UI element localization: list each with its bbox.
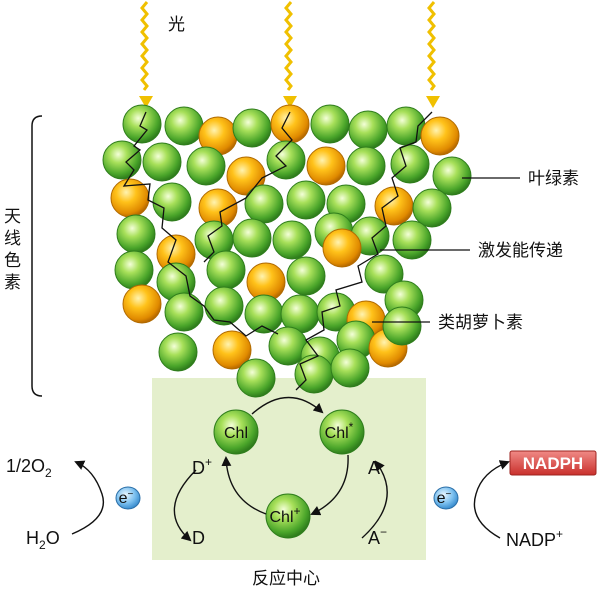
chl-star-molecule: Chl* — [319, 409, 365, 455]
chlorophyll-sphere — [122, 104, 162, 144]
reaction-center-label: 反应中心 — [252, 569, 320, 589]
carotenoid-sphere — [306, 146, 346, 186]
chlorophyll-sphere — [152, 182, 192, 222]
chlorophyll-sphere — [114, 250, 154, 290]
carotenoid-label: 类胡萝卜素 — [438, 313, 523, 333]
chlorophyll-sphere — [386, 106, 426, 146]
chlorophyll-sphere — [412, 188, 452, 228]
chlorophyll-sphere — [116, 214, 156, 254]
svg-text:e−: e− — [437, 489, 452, 507]
donor-cycle-arrow — [173, 469, 197, 542]
chl-molecule: Chl — [213, 409, 259, 455]
d-plus-label: D+ — [192, 455, 212, 478]
chlorophyll-sphere — [348, 110, 388, 150]
chlorophyll-sphere — [390, 144, 430, 184]
nadp-label: NADP+ — [506, 527, 563, 550]
svg-text:NADPH: NADPH — [523, 454, 583, 473]
electron-left: e− — [115, 486, 141, 510]
excitation-arrow — [251, 396, 324, 415]
energy-path — [295, 111, 433, 391]
d-label: D — [192, 528, 205, 548]
nadph-badge: NADPH — [509, 450, 597, 476]
chlorophyll-sphere — [206, 250, 246, 290]
svg-text:线: 线 — [4, 229, 21, 249]
chlorophyll-sphere — [142, 142, 182, 182]
chlorophyll-sphere — [236, 358, 276, 398]
oxygen-label: 1/2O2 — [6, 456, 52, 480]
svg-text:素: 素 — [4, 273, 21, 293]
chlorophyll-sphere — [102, 140, 142, 180]
light-arrow-icon — [426, 96, 440, 108]
light-arrow-icon — [139, 96, 153, 108]
chlorophyll-sphere — [232, 108, 272, 148]
nadp-arrow — [473, 460, 510, 539]
svg-text:天: 天 — [4, 207, 21, 227]
chlorophyll-label: 叶绿素 — [528, 169, 579, 189]
donor-to-chl — [221, 456, 267, 515]
carotenoid-sphere — [122, 284, 162, 324]
water-label: H2O — [26, 528, 60, 552]
antenna-bracket — [31, 115, 43, 397]
energy-transfer-label: 激发能传递 — [478, 241, 563, 261]
acceptor-cycle-arrow — [361, 460, 388, 539]
electron-right: e− — [433, 486, 459, 510]
chlorophyll-sphere — [272, 220, 312, 260]
chl-plus-molecule: Chl+ — [265, 493, 311, 539]
carotenoid-sphere — [322, 228, 362, 268]
light-label: 光 — [168, 15, 185, 35]
carotenoid-sphere — [420, 116, 460, 156]
chlorophyll-sphere — [286, 256, 326, 296]
chlorophyll-sphere — [310, 104, 350, 144]
a-label: A — [368, 458, 380, 478]
svg-text:Chl*: Chl* — [325, 420, 354, 442]
chlorophyll-sphere — [164, 106, 204, 146]
chl-star-to-acceptor — [310, 454, 349, 516]
light-wave-icon — [427, 1, 436, 91]
a-minus-label: A− — [368, 525, 387, 548]
chlorophyll-sphere — [364, 254, 404, 294]
chlorophyll-sphere — [232, 218, 272, 258]
chlorophyll-sphere — [294, 354, 334, 394]
chlorophyll-sphere — [392, 220, 432, 260]
water-arrow — [71, 460, 104, 535]
light-arrow-icon — [283, 96, 297, 108]
chlorophyll-sphere — [204, 286, 244, 326]
chlorophyll-sphere — [382, 306, 422, 346]
chlorophyll-sphere — [186, 146, 226, 186]
chlorophyll-sphere — [330, 348, 370, 388]
light-wave-icons — [140, 1, 436, 91]
pigment-cluster — [102, 104, 472, 398]
antenna-label: 天 线 色 素 — [4, 207, 21, 293]
carotenoid-sphere — [212, 330, 252, 370]
chlorophyll-sphere — [286, 180, 326, 220]
light-wave-icon — [284, 1, 293, 91]
chlorophyll-sphere — [432, 156, 472, 196]
svg-text:e−: e− — [119, 489, 134, 507]
svg-text:Chl: Chl — [224, 425, 248, 442]
chlorophyll-sphere — [164, 292, 204, 332]
carotenoid-sphere — [374, 186, 414, 226]
chlorophyll-sphere — [266, 140, 306, 180]
chlorophyll-sphere — [244, 184, 284, 224]
energy-transfer-paths — [122, 111, 433, 391]
light-wave-icon — [140, 1, 149, 91]
chlorophyll-sphere — [346, 146, 386, 186]
chlorophyll-sphere — [158, 332, 198, 372]
svg-text:色: 色 — [4, 251, 21, 271]
svg-text:Chl+: Chl+ — [269, 504, 300, 526]
energy-path — [122, 111, 279, 337]
energy-path — [203, 111, 293, 263]
